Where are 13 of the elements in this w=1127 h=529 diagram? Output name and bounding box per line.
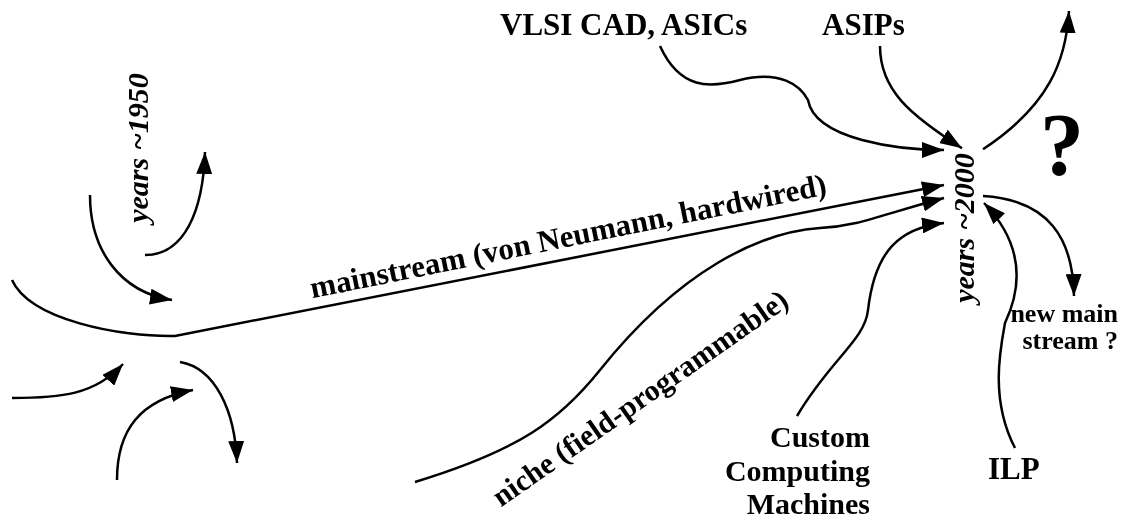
text-label: ILP xyxy=(988,452,1040,487)
arrow xyxy=(414,196,945,484)
arrow xyxy=(983,202,1018,449)
text-label: new main stream ? xyxy=(1006,300,1118,355)
arrow xyxy=(982,194,1081,297)
arrow xyxy=(795,218,945,417)
arrow xyxy=(878,46,963,150)
arrow xyxy=(658,45,945,158)
arrow xyxy=(10,181,945,338)
text-label: ASIPs xyxy=(822,8,905,43)
text-label: VLSI CAD, ASICs xyxy=(500,8,748,43)
text-label: ? xyxy=(1040,101,1084,189)
arrow xyxy=(982,10,1076,151)
